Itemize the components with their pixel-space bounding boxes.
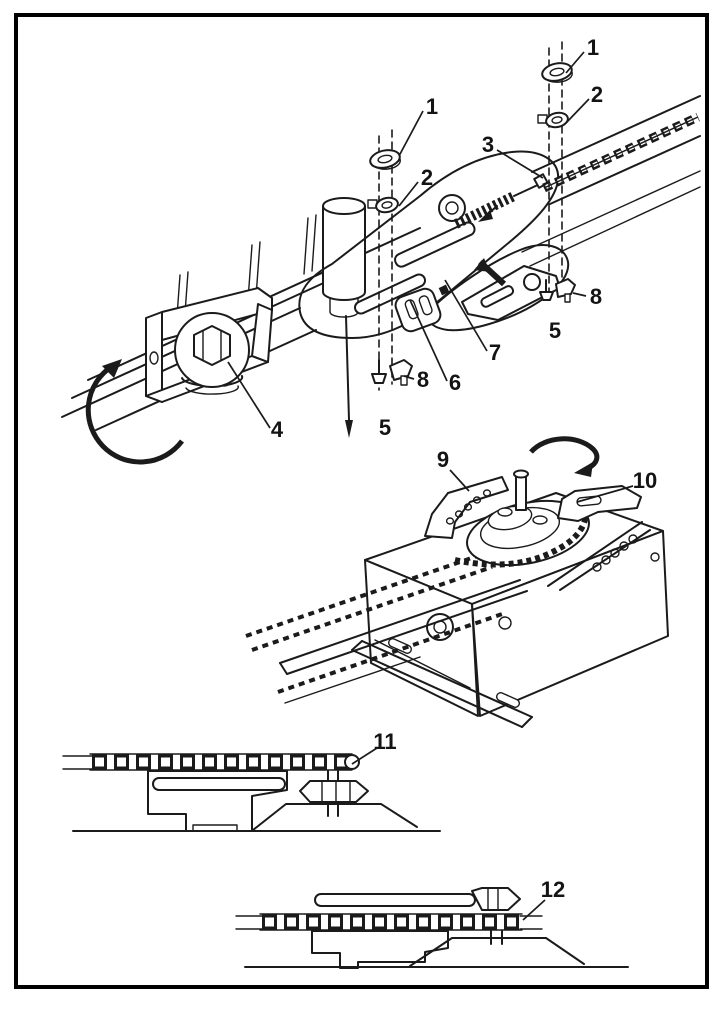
panel-exploded-trolley: [61, 41, 701, 465]
drive-chain: [542, 112, 700, 193]
latch-and-bracket: [394, 258, 561, 333]
clamp-screw-front: [371, 359, 413, 386]
vent-ridge: [547, 521, 651, 591]
threaded-shaft: [453, 173, 549, 229]
pulley-hex-bolt: [193, 325, 231, 366]
fastener-stack-rear: [537, 41, 576, 303]
chain-cover-10: [557, 485, 642, 522]
nut: [438, 284, 450, 296]
release-rod-tip: [345, 420, 353, 438]
release-rod: [345, 315, 350, 421]
trolley-12: [311, 930, 503, 969]
release-cylinder: [322, 197, 366, 438]
opener-silhouette-11: [72, 803, 441, 832]
callout-11: 11: [373, 729, 396, 754]
callout-2-rear: 2: [591, 82, 603, 107]
callout-6: 6: [449, 370, 461, 395]
callout-4: 4: [271, 417, 284, 442]
rail-end-bracket-9: [424, 476, 509, 539]
spreader-ring-front: [369, 149, 401, 170]
sprocket-post: [515, 473, 527, 511]
page-frame: [14, 13, 709, 989]
callout-3: 3: [482, 132, 494, 157]
callout-2-front: 2: [421, 165, 433, 190]
callout-7: 7: [489, 340, 501, 365]
clevis-bolt: [471, 887, 521, 911]
clamp-screw-rear: [539, 278, 576, 303]
callout-9: 9: [437, 447, 449, 472]
inner-slide-12: [314, 887, 521, 911]
callout-labels: 1 2 3 1 2 8 5 7 6 8 5 4 9 10 11 12: [271, 35, 657, 902]
clevis-bolt: [299, 780, 369, 803]
retainer-clip-front: [367, 196, 399, 214]
callout-12: 12: [541, 877, 565, 902]
release-arm-6: [394, 287, 442, 333]
callout-1-rear: 1: [587, 35, 599, 60]
panel-opener-head: [245, 436, 669, 728]
chain-wrap: [454, 504, 589, 568]
rotation-arrow-ccw: [85, 359, 185, 465]
callout-8-rear: 8: [590, 284, 602, 309]
opener-silhouette-12: [244, 937, 629, 968]
spreader-ring-rear: [541, 62, 573, 83]
callout-5-front: 5: [379, 415, 391, 440]
chain-11: [62, 753, 360, 771]
rail-with-chain: [245, 551, 528, 704]
panel-chain-over-trolley: [62, 753, 441, 832]
retainer-clip-rear: [537, 111, 569, 129]
callout-8-front: 8: [417, 367, 429, 392]
rotation-arrow-cw: [529, 436, 600, 477]
trolley-11: [147, 770, 369, 832]
panel-chain-at-trolley: [235, 887, 629, 969]
callout-10: 10: [633, 468, 657, 493]
callout-1-front: 1: [426, 94, 438, 119]
leader-lines: [227, 51, 634, 921]
callout-5-rear: 5: [549, 318, 561, 343]
chain-12: [235, 913, 543, 931]
idler-pulley-bracket: [145, 287, 273, 403]
trolley-body: [298, 150, 570, 339]
